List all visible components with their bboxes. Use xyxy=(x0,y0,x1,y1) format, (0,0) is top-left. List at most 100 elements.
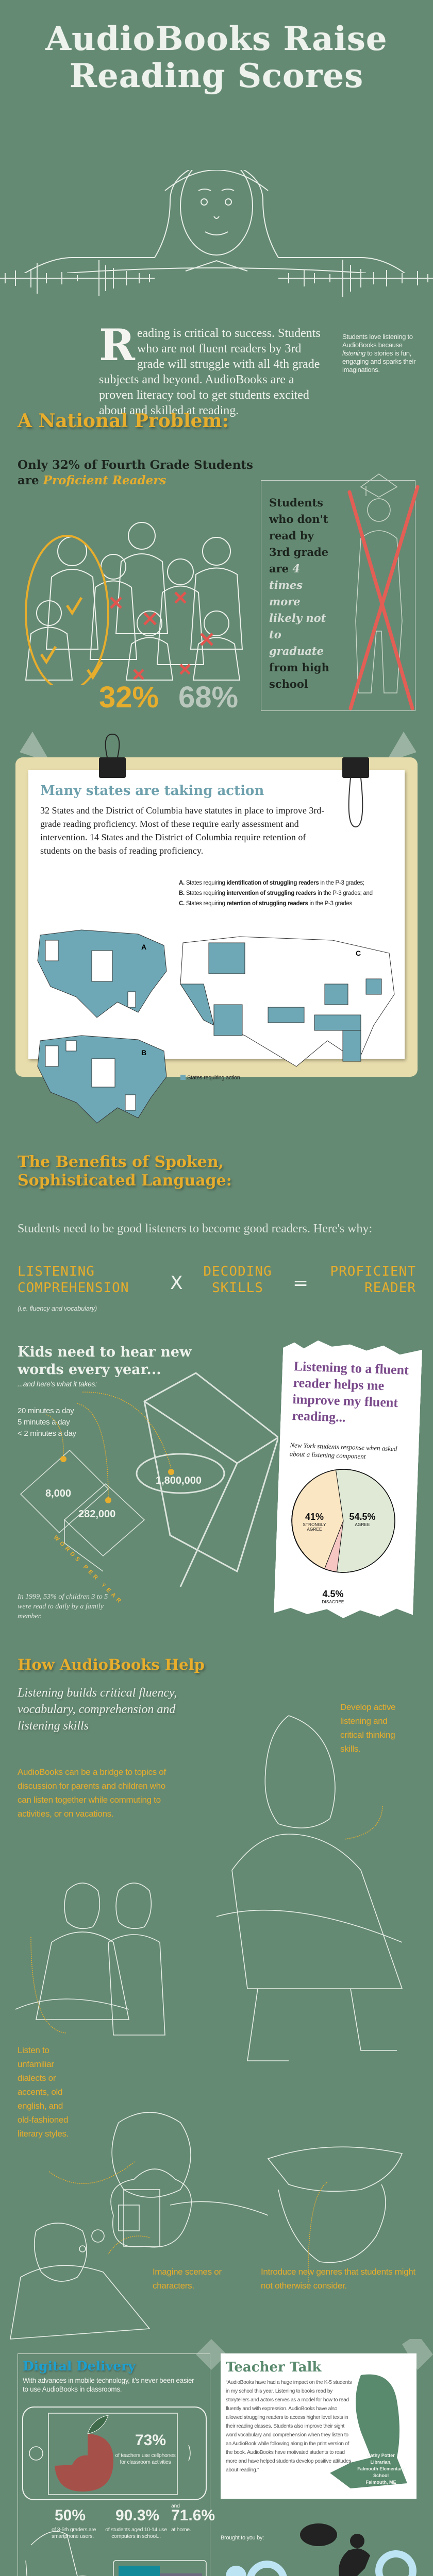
survey-pie-chart xyxy=(291,1469,395,1573)
equation-result: PROFICIENT READER xyxy=(315,1263,416,1296)
states-body: 32 States and the District of Columbia h… xyxy=(40,805,325,856)
proficient-percentage: 32% xyxy=(99,681,159,714)
result-line2: READER xyxy=(364,1280,416,1296)
legend-text: States requiring xyxy=(186,880,227,886)
words-bar-3d-illustration xyxy=(20,1372,278,1587)
teacher-location: Falmouth, ME xyxy=(365,2480,396,2485)
binder-clip-left-icon xyxy=(99,733,126,778)
us-map-c: C xyxy=(180,936,395,1067)
pie-caption: AGREE xyxy=(355,1522,370,1527)
teacher-silhouette-icon xyxy=(330,2374,407,2488)
tales2go-globe-logo[interactable] xyxy=(221,2509,422,2576)
callout-active-listening: Develop active listening and critical th… xyxy=(340,1702,396,1754)
grad-text-end: from high school xyxy=(269,661,329,690)
page-title: AudioBooks Raise Reading Scores xyxy=(0,21,433,95)
intro-side-note: Students love listening to AudioBooks be… xyxy=(342,333,425,374)
equation-note: (i.e. fluency and vocabulary) xyxy=(18,1304,97,1312)
smartphone-users-caption: of 3-5th graders are smartphone users. xyxy=(52,2527,96,2539)
children-listening-illustrations xyxy=(10,1715,403,2340)
side-note-text-end: to stories is fun, engaging and sparks t… xyxy=(342,349,416,374)
pie-value: 54.5% xyxy=(349,1512,376,1522)
survey-title: Listening to a fluent reader helps me im… xyxy=(291,1359,409,1425)
map-label-b: B xyxy=(141,1048,146,1057)
intro-text: eading is critical to success. Students … xyxy=(99,327,321,417)
words-2min-value: 8,000 xyxy=(45,1488,72,1499)
side-note-text: Students love listening to AudioBooks be… xyxy=(342,333,413,349)
headline-emphasis: Proficient Readers xyxy=(43,473,166,487)
side-note-emphasis: listening xyxy=(342,349,365,357)
tape-corners-decoration xyxy=(20,732,417,762)
school-computers-pct: 90.3% xyxy=(115,2507,160,2524)
teacher-attribution: Cathy Potter Librarian, Falmouth Element… xyxy=(353,2452,409,2486)
home-computers-caption: at home. xyxy=(171,2527,191,2533)
words-subheading: ...and here's what it takes: xyxy=(18,1380,97,1388)
words-heading-line-1: Kids need to hear new xyxy=(18,1344,192,1360)
words-heading-line-2: words every year... xyxy=(18,1362,161,1378)
equals-operator: = xyxy=(293,1273,309,1294)
term2-line1: DECODING xyxy=(203,1264,272,1279)
not-proficient-percentage: 68% xyxy=(178,681,239,714)
teacher-role: Librarian, xyxy=(370,2460,392,2465)
teacher-name: Cathy Potter xyxy=(367,2453,395,2458)
benefits-heading: The Benefits of Spoken, Sophisticated La… xyxy=(18,1153,232,1190)
legend-letter: A. xyxy=(179,880,185,886)
proficiency-headline: Only 32% of Fourth Grade Students are Pr… xyxy=(18,457,255,488)
tape-decoration xyxy=(196,2339,433,2370)
minutes-20: 20 minutes a day xyxy=(18,1406,74,1415)
legend-item-a: A. States requiring identification of st… xyxy=(179,878,395,888)
equation-term-listening: LISTENING COMPREHENSION xyxy=(18,1263,129,1296)
legend-item-b: B. States requiring intervention of stru… xyxy=(179,888,395,899)
legend-text-end: in the P-3 grades xyxy=(308,901,352,907)
benefits-heading-line-2: Sophisticated Language: xyxy=(18,1172,232,1190)
pie-value: 41% xyxy=(305,1512,324,1522)
callout-imagine: Imagine scenes or characters. xyxy=(153,2267,222,2291)
term1-line2: COMPREHENSION xyxy=(18,1280,129,1296)
and-label: and xyxy=(171,2503,180,2509)
headline-text: Only 32% of Fourth Grade Students are xyxy=(18,458,253,487)
map-label-a: A xyxy=(141,943,146,951)
national-problem-heading: A National Problem: xyxy=(18,410,229,432)
map-legend-list: A. States requiring identification of st… xyxy=(179,878,395,909)
pie-label-strongly-agree: 41%STRONGLY AGREE xyxy=(299,1512,330,1532)
teachers-cellphone-pct: 73% xyxy=(135,2432,166,2449)
result-line1: PROFICIENT xyxy=(330,1264,416,1279)
pie-caption: DISAGREE xyxy=(322,1600,344,1604)
intro-paragraph: R eading is critical to success. Student… xyxy=(99,324,326,418)
title-line-2: Reading Scores xyxy=(69,57,364,95)
term2-line2: SKILLS xyxy=(212,1280,263,1296)
students-group-illustration xyxy=(25,522,243,685)
smartphone-illustration xyxy=(22,2406,207,2500)
graduation-stat-text: Students who don't read by 3rd grade are… xyxy=(269,495,336,692)
grad-text-start: Students who don't read by 3rd grade are xyxy=(269,496,329,575)
legend-text-end: in the P-3 grades; and xyxy=(316,890,373,896)
legend-text-end: in the P-3 grades; xyxy=(319,880,364,886)
how-heading: How AudioBooks Help xyxy=(18,1656,205,1673)
pie-value: 4.5% xyxy=(322,1589,344,1599)
brought-to-you-by: Brought to you by: xyxy=(221,2535,264,2541)
graduation-stat-box xyxy=(261,480,415,711)
term1-line1: LISTENING xyxy=(18,1264,95,1279)
equation-term-decoding: DECODING SKILLS xyxy=(194,1263,281,1296)
map-key-swatch xyxy=(180,1075,186,1080)
teacher-school: Falmouth Elementary School xyxy=(357,2466,405,2478)
digital-subheading: With advances in mobile technology, it's… xyxy=(23,2377,194,2393)
grad-text-emphasis: 4 times more likely not to graduate xyxy=(269,562,326,657)
us-map-a: A xyxy=(37,929,167,1018)
legend-bold: retention of struggling readers xyxy=(226,901,308,907)
audio-waveform-illustration xyxy=(0,260,433,297)
teacher-quote: “AudioBooks have had a huge impact on th… xyxy=(226,2380,352,2473)
map-key-label: States requiring action xyxy=(187,1075,240,1081)
legend-bold: intervention of struggling readers xyxy=(226,890,317,896)
binder-clip-right-icon xyxy=(342,757,369,828)
digital-delivery-box xyxy=(18,2353,210,2576)
title-line-1: AudioBooks Raise xyxy=(45,20,388,58)
callout-dialects: Listen to unfamiliar dialects or accents… xyxy=(18,2045,69,2139)
pie-label-disagree: 4.5%DISAGREE xyxy=(318,1589,348,1604)
states-heading: Many states are taking action xyxy=(40,783,264,799)
benefits-heading-line-1: The Benefits of Spoken, xyxy=(18,1153,224,1171)
callout-bridge: AudioBooks can be a bridge to topics of … xyxy=(18,1767,166,1819)
how-subheading: Listening builds critical fluency, vocab… xyxy=(18,1686,177,1733)
pie-label-agree: 54.5%AGREE xyxy=(344,1512,380,1527)
digital-heading: Digital Delivery xyxy=(23,2359,136,2374)
multiply-operator: X xyxy=(170,1273,183,1294)
